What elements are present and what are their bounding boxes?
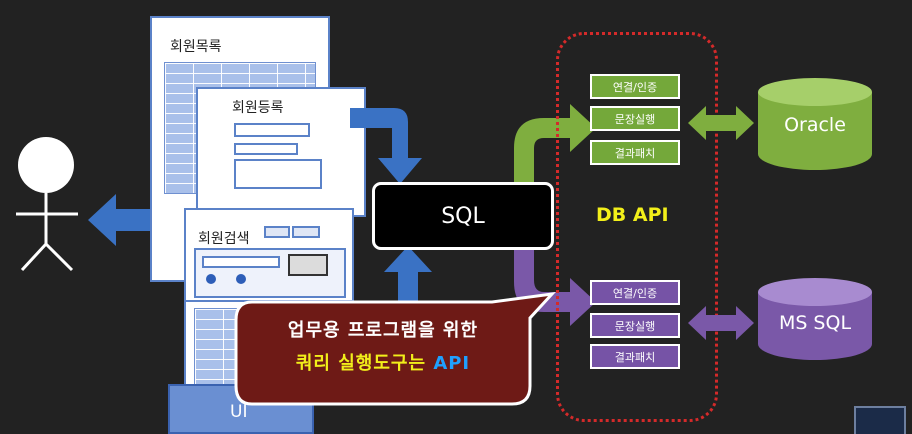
register-field-3	[234, 159, 322, 189]
search-panel	[194, 248, 346, 298]
member-search-title: 회원검색	[198, 231, 250, 247]
corner-thumbnail	[854, 406, 906, 434]
callout-line2: 쿼리 실행도구는 API	[238, 349, 528, 375]
upper-connect-step: 연결/인증	[590, 74, 680, 99]
oracle-label: Oracle	[784, 114, 846, 136]
member-register-window: 회원등록	[196, 87, 366, 217]
member-search-window: 회원검색	[184, 208, 354, 318]
lower-execute-step: 문장실행	[590, 313, 680, 338]
radio-icon	[236, 274, 246, 284]
sql-to-ui-arrow-bottom	[384, 246, 432, 306]
dbapi-oracle-double-arrow	[688, 106, 754, 140]
dbapi-mssql-double-arrow	[688, 306, 754, 340]
db-api-region	[556, 32, 718, 422]
upper-fetch-step: 결과패치	[590, 140, 680, 165]
member-register-title: 회원등록	[232, 100, 284, 116]
register-field-2	[234, 143, 298, 155]
upper-execute-step: 문장실행	[590, 106, 680, 131]
search-input-box	[202, 256, 280, 268]
search-tab-2	[292, 226, 320, 238]
person-icon	[16, 137, 78, 272]
callout-api-highlight: API	[433, 353, 471, 374]
search-button-shape	[288, 254, 328, 276]
mssql-label: MS SQL	[778, 312, 852, 334]
sql-to-dbapi-green-arrow	[514, 104, 596, 184]
oracle-database-icon	[758, 78, 872, 170]
search-tab-1	[264, 226, 290, 238]
mssql-database-icon	[758, 278, 872, 360]
db-api-label: DB API	[596, 204, 669, 226]
radio-icon	[206, 274, 216, 284]
callout-bubble	[234, 292, 556, 406]
sql-label: SQL	[441, 203, 485, 229]
callout-text: 업무용 프로그램을 위한 쿼리 실행도구는 API	[238, 316, 528, 375]
lower-connect-step: 연결/인증	[590, 280, 680, 305]
member-list-title: 회원목록	[170, 39, 222, 55]
callout-line1: 업무용 프로그램을 위한	[287, 320, 479, 341]
register-field-1	[234, 123, 310, 137]
ui-to-sql-arrow-top	[350, 108, 422, 184]
lower-fetch-step: 결과패치	[590, 344, 680, 369]
ui-label: UI	[230, 402, 248, 422]
callout-line2-prefix: 쿼리 실행도구는	[295, 353, 434, 374]
sql-box: SQL	[372, 182, 554, 250]
